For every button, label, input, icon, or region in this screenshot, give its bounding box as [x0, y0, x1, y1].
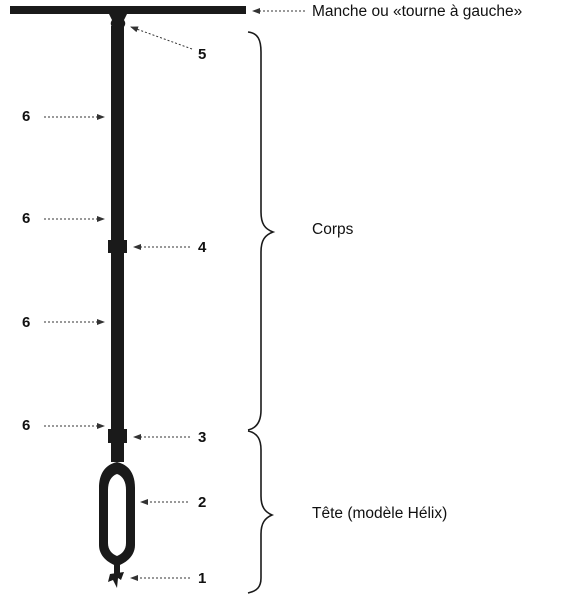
handle-bar	[10, 6, 246, 14]
callout-6a: 6	[22, 108, 31, 125]
handle-collar	[109, 14, 127, 28]
body-label: Corps	[312, 221, 354, 238]
coupling-4	[108, 240, 127, 253]
callout-1: 1	[198, 570, 207, 587]
callout-6d: 6	[22, 417, 31, 434]
coupling-3	[108, 429, 127, 443]
arrow-5	[130, 26, 193, 50]
helix-loop	[99, 462, 135, 566]
brace-head	[247, 430, 275, 594]
tip-point	[108, 572, 124, 588]
handle-label: Manche ou «tourne à gauche»	[312, 3, 523, 20]
callout-6b: 6	[22, 210, 31, 227]
callout-3: 3	[198, 429, 207, 446]
callout-4: 4	[198, 239, 207, 256]
callout-6c: 6	[22, 314, 31, 331]
head-label: Tête (modèle Hélix)	[312, 505, 448, 522]
callout-5: 5	[198, 46, 207, 63]
brace-body	[247, 31, 276, 431]
callout-2: 2	[198, 494, 207, 511]
tip-stem	[114, 564, 120, 574]
